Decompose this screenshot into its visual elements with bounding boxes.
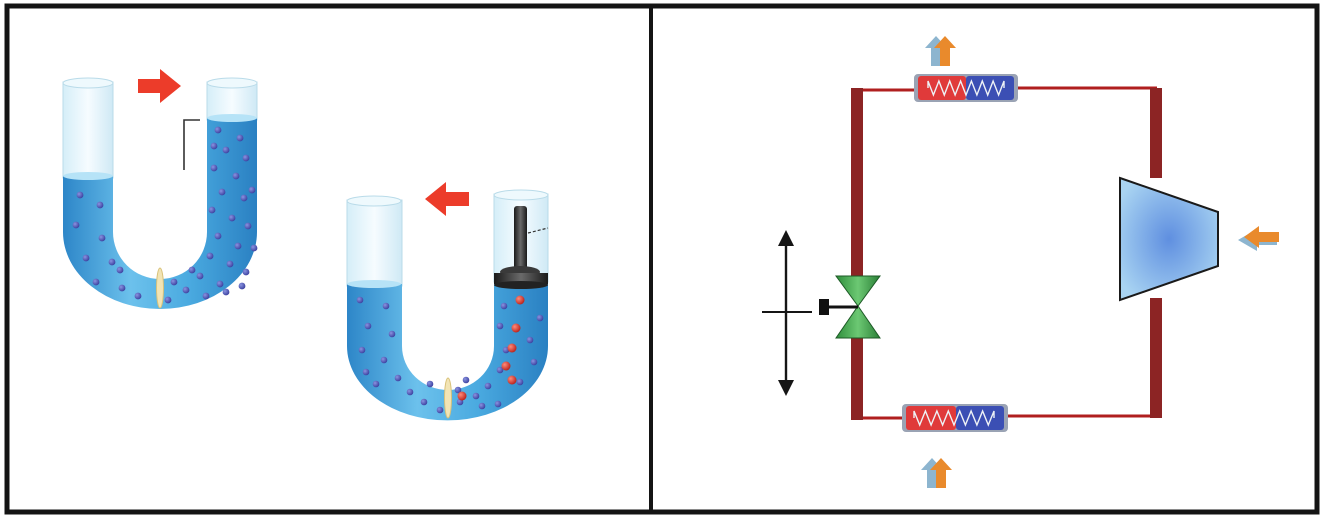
solvent-particle: [530, 358, 538, 366]
solvent-particle: [116, 266, 124, 274]
solvent-particle: [118, 284, 126, 292]
solvent-particle: [72, 221, 80, 229]
solvent-particle: [234, 242, 242, 250]
solvent-particle: [394, 374, 402, 382]
level-difference-bracket: [183, 119, 200, 170]
solute-particle: [507, 343, 517, 353]
solvent-particle: [372, 380, 380, 388]
solvent-particle: [478, 402, 486, 410]
solvent-particle: [232, 172, 240, 180]
solvent-particle: [516, 378, 524, 386]
solvent-particle: [244, 222, 252, 230]
solvent-particle: [242, 154, 250, 162]
circuit-pipes: [851, 86, 1162, 420]
u-tube-reverse-osmosis: [346, 182, 549, 421]
flow-arrow-left-icon: [425, 182, 469, 216]
solvent-particle: [494, 400, 502, 408]
solvent-particle: [436, 406, 444, 414]
solvent-particle: [388, 330, 396, 338]
solvent-particle: [240, 194, 248, 202]
solvent-particle: [182, 286, 190, 294]
solvent-particle: [356, 296, 364, 304]
solvent-particle: [406, 388, 414, 396]
piston-icon: [494, 206, 548, 289]
solvent-particles: [72, 126, 258, 304]
solvent-particle: [170, 278, 178, 286]
solvent-particle: [96, 201, 104, 209]
solvent-particle: [228, 214, 236, 222]
solvent-particle: [214, 232, 222, 240]
solvent-particle: [420, 398, 428, 406]
solvent-particle: [364, 322, 372, 330]
solvent-particle: [496, 322, 504, 330]
osmosis-panel: [62, 69, 549, 421]
solvent-particle: [216, 280, 224, 288]
solvent-particle: [188, 266, 196, 274]
flow-arrow-right-icon: [138, 69, 181, 103]
solvent-particle: [236, 134, 244, 142]
solvent-particle: [242, 268, 250, 276]
figure-frame: [4, 3, 1320, 515]
heat-cycle-panel: [762, 36, 1279, 488]
solvent-particle: [500, 302, 508, 310]
compressor-icon: [1119, 176, 1219, 302]
solvent-particle: [82, 254, 90, 262]
solvent-particle: [536, 314, 544, 322]
solvent-particles: [356, 296, 544, 414]
expansion-valve-icon: [819, 275, 881, 339]
solute-particle: [515, 295, 525, 305]
piston-pointer-line: [527, 227, 549, 234]
solvent-particle: [134, 292, 142, 300]
condenser-coil: [914, 74, 1018, 102]
solvent-particle: [214, 126, 222, 134]
u-tube-equilibrium: [62, 69, 258, 309]
solvent-particle: [222, 288, 230, 296]
solute-particle: [457, 391, 467, 401]
solvent-particle: [98, 234, 106, 242]
solvent-particle: [222, 146, 230, 154]
solvent-particle: [108, 258, 116, 266]
solvent-particle: [202, 292, 210, 300]
solvent-particle: [382, 302, 390, 310]
solute-particles: [457, 295, 525, 401]
solvent-particle: [210, 164, 218, 172]
solute-particle: [501, 361, 511, 371]
solvent-particle: [426, 380, 434, 388]
solvent-particle: [526, 336, 534, 344]
solvent-particle: [484, 382, 492, 390]
updown-arrow-icon: [762, 230, 812, 396]
heat-out-arrow-icon: [925, 36, 956, 66]
solvent-particle: [454, 386, 462, 394]
solvent-particle: [210, 142, 218, 150]
solvent-particle: [226, 260, 234, 268]
solvent-particle: [92, 278, 100, 286]
solvent-particle: [196, 272, 204, 280]
solvent-particle: [218, 188, 226, 196]
solvent-particle: [462, 376, 470, 384]
solvent-particle: [76, 191, 84, 199]
solvent-particle: [208, 206, 216, 214]
solvent-particle: [250, 244, 258, 252]
solvent-particle: [362, 368, 370, 376]
semipermeable-membrane-icon: [156, 267, 164, 309]
solvent-particle: [164, 296, 172, 304]
semipermeable-membrane-icon: [444, 377, 452, 419]
solvent-particle: [496, 366, 504, 374]
solvent-particle: [380, 356, 388, 364]
solvent-particle: [248, 186, 256, 194]
solvent-particle: [358, 346, 366, 354]
heat-in-arrow-icon: [921, 458, 952, 488]
solvent-particle: [206, 252, 214, 260]
water-column: [347, 282, 548, 421]
evaporator-coil: [902, 404, 1008, 432]
solvent-particle: [472, 392, 480, 400]
solute-particle: [507, 375, 517, 385]
work-in-arrow-icon: [1238, 226, 1279, 251]
solute-particle: [511, 323, 521, 333]
solvent-particle: [238, 282, 246, 290]
